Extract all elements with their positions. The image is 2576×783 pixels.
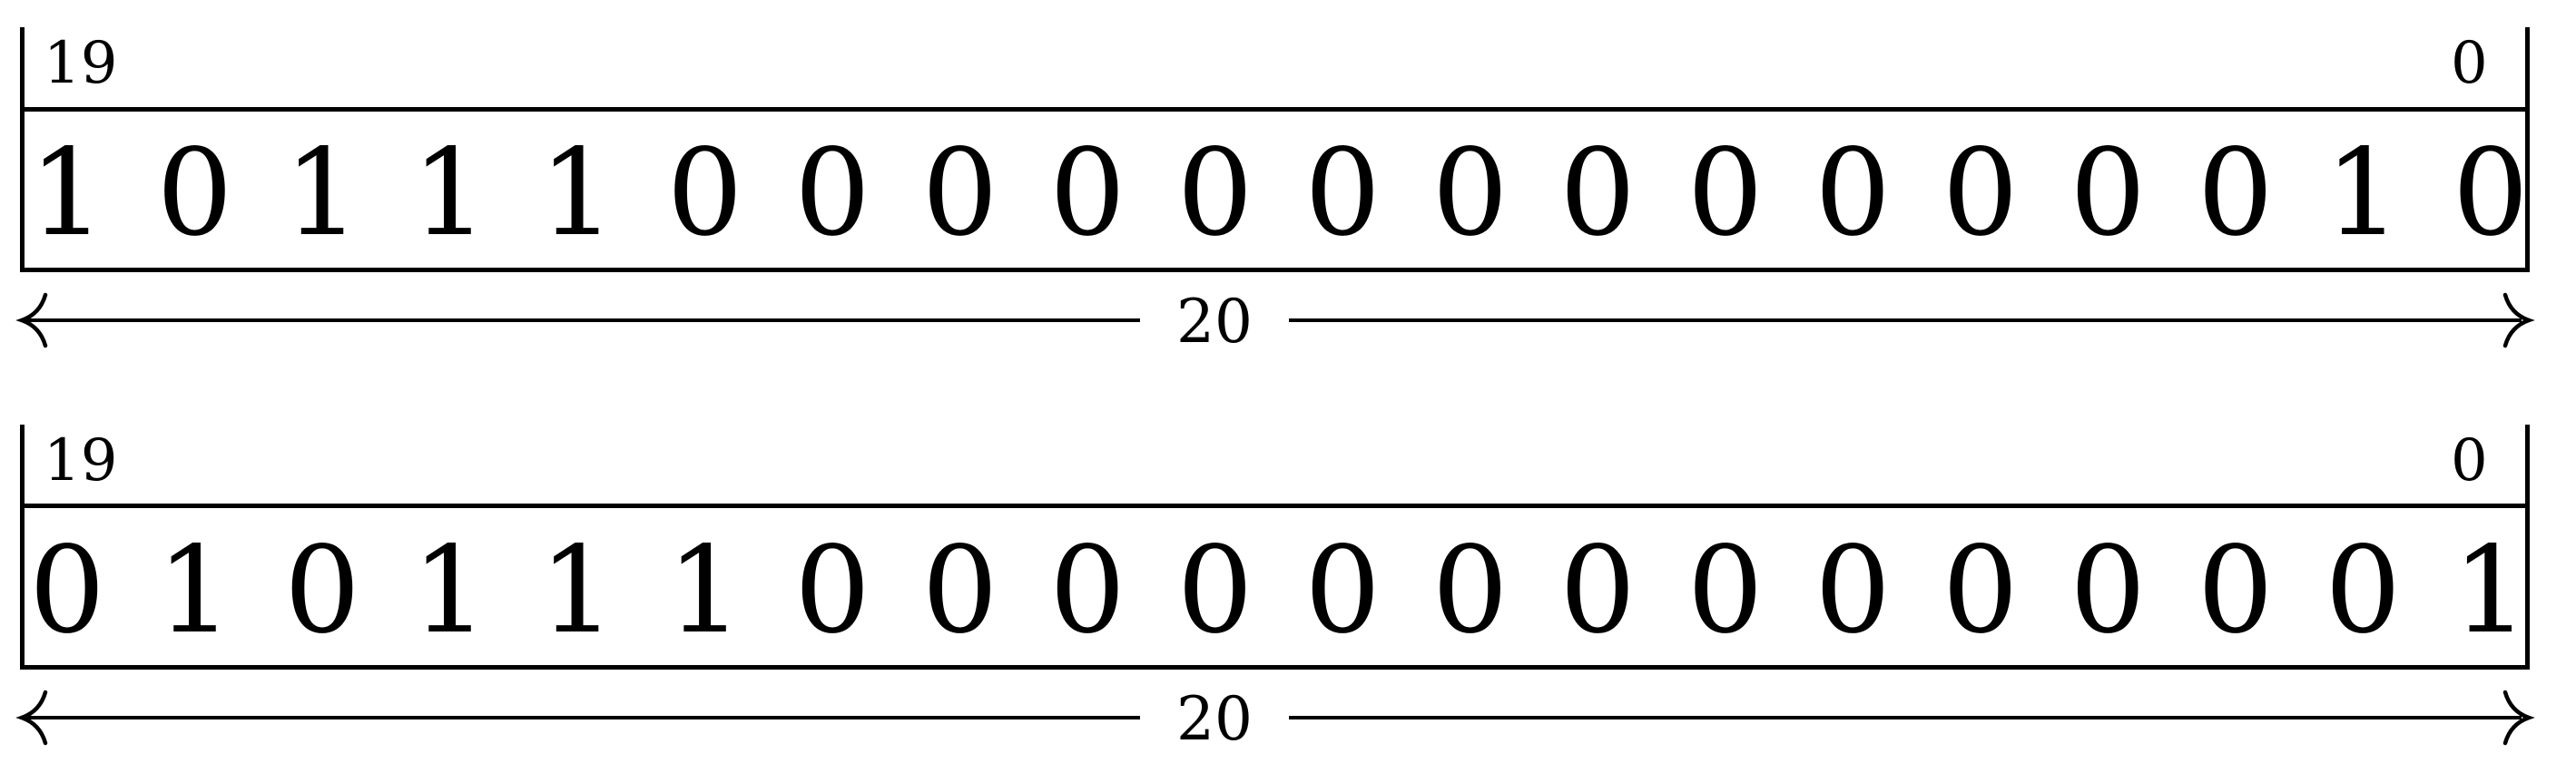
bit-cell: 0 <box>1304 520 1381 661</box>
bit-cell: 1 <box>539 122 616 263</box>
arrow-head-left <box>15 690 48 746</box>
bit-cell: 0 <box>2070 122 2147 263</box>
bit-cell: 1 <box>156 520 233 661</box>
bit-cell: 0 <box>921 122 998 263</box>
bit-cell: 0 <box>1176 122 1254 263</box>
bit-cell: 1 <box>2325 122 2402 263</box>
bit-cell: 1 <box>411 520 488 661</box>
right-border <box>2525 27 2530 272</box>
bottom-border <box>20 268 2530 272</box>
bit-cell: 0 <box>794 122 871 263</box>
bit-cell: 1 <box>29 122 105 263</box>
bit-cell: 0 <box>2452 122 2529 263</box>
arrow-head-right <box>2502 690 2535 746</box>
bit-cell: 1 <box>411 122 488 263</box>
bit-cell: 0 <box>2197 122 2274 263</box>
bit-cell: 0 <box>1814 520 1892 661</box>
bit-cell: 0 <box>1942 122 2019 263</box>
right-border <box>2525 425 2530 670</box>
bit-cell: 0 <box>284 520 361 661</box>
bit-cell: 0 <box>2070 520 2147 661</box>
bit-cell: 0 <box>1049 520 1126 661</box>
width-label: 20 <box>1153 690 1276 749</box>
bit-cell: 0 <box>156 122 233 263</box>
bottom-border <box>20 665 2530 670</box>
lsb-index-label: 0 <box>2451 427 2488 494</box>
msb-index-label: 19 <box>44 30 118 97</box>
bit-cell: 1 <box>2452 520 2529 661</box>
left-border <box>20 27 25 272</box>
bit-cell: 1 <box>666 520 743 661</box>
bit-cell: 0 <box>29 520 105 661</box>
index-divider <box>20 504 2530 508</box>
bit-cell: 0 <box>1942 520 2019 661</box>
bit-cell: 0 <box>1814 122 1892 263</box>
bit-cell: 0 <box>1304 122 1381 263</box>
bit-cell: 1 <box>539 520 616 661</box>
width-label: 20 <box>1153 292 1276 352</box>
bit-cell: 0 <box>2197 520 2274 661</box>
arrow-head-right <box>2502 292 2535 348</box>
index-divider <box>20 107 2530 112</box>
width-arrow <box>15 690 2535 746</box>
bit-cell: 0 <box>1686 122 1764 263</box>
bit-cell: 0 <box>2325 520 2402 661</box>
lsb-index-label: 0 <box>2451 30 2488 97</box>
bit-cell: 0 <box>921 520 998 661</box>
bit-cell: 0 <box>1431 520 1509 661</box>
bit-cell: 0 <box>1559 122 1637 263</box>
bit-cell: 0 <box>1559 520 1637 661</box>
arrow-head-left <box>15 292 48 348</box>
bit-cell: 1 <box>284 122 361 263</box>
bit-cell: 0 <box>1176 520 1254 661</box>
bit-cell: 0 <box>794 520 871 661</box>
bit-cell: 0 <box>1431 122 1509 263</box>
bit-cell: 0 <box>1049 122 1126 263</box>
width-arrow <box>15 292 2535 348</box>
msb-index-label: 19 <box>44 427 118 494</box>
bit-cell: 0 <box>666 122 743 263</box>
left-border <box>20 425 25 670</box>
bit-cell: 0 <box>1686 520 1764 661</box>
